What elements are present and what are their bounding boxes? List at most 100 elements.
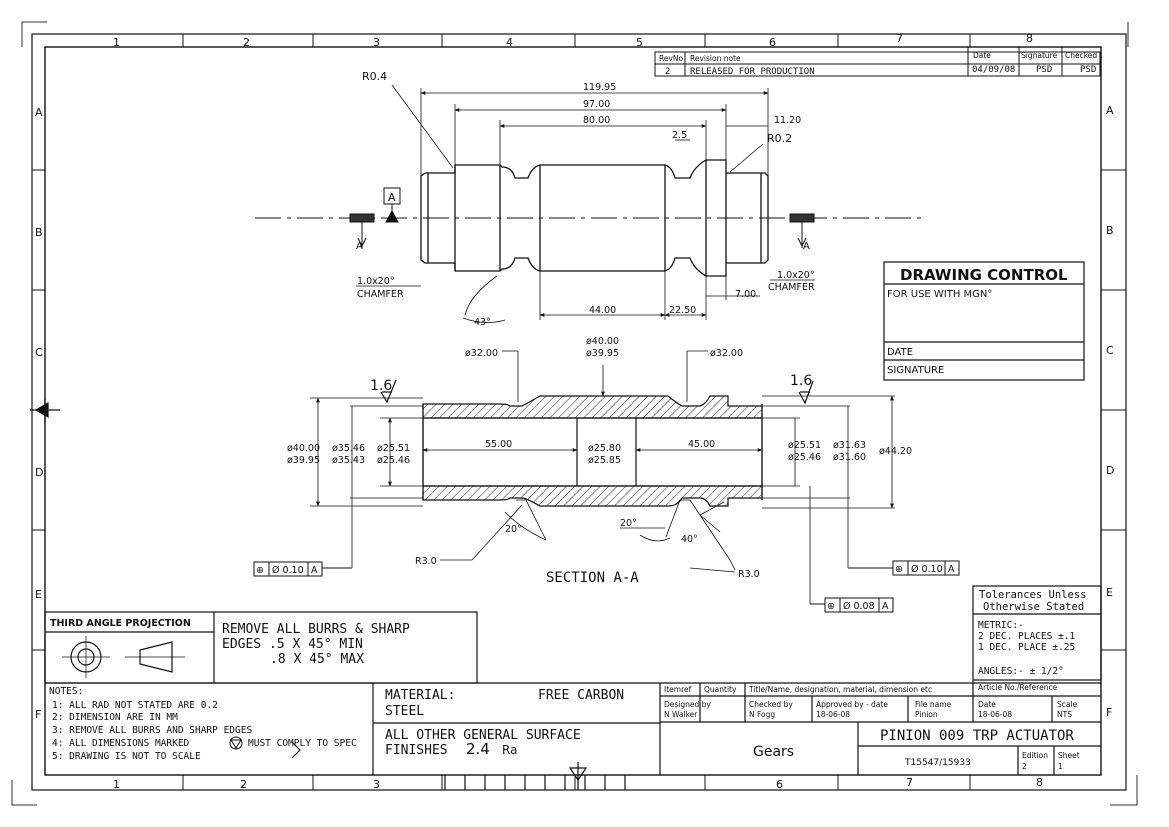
col-label-1: 1 <box>113 36 120 49</box>
material-label: MATERIAL: <box>385 688 455 703</box>
col-label-5: 5 <box>636 36 643 49</box>
sec-dia-center-min: ø39.95 <box>586 348 619 359</box>
drawing-control-for-use: FOR USE WITH MGN° <box>887 289 992 300</box>
inspection-symbol <box>229 736 243 750</box>
datum-letter: A <box>388 191 396 204</box>
col-label-4: 4 <box>506 36 513 49</box>
part-title: PINION 009 TRP ACTUATOR <box>880 728 1074 744</box>
sec-dia-39-95: ø39.95 <box>287 455 320 466</box>
dim-22-50: 22.50 <box>669 305 696 316</box>
note-4: 4: ALL DIMENSIONS MARKED <box>52 738 190 749</box>
col-label-6-bottom: 6 <box>776 778 783 791</box>
drawing-control-signature: SIGNATURE <box>887 365 944 376</box>
row-label-c-right: C <box>1106 344 1114 357</box>
scale-label: Scale <box>1057 700 1078 709</box>
sec-dia-center-max: ø40.00 <box>586 336 619 347</box>
dim-80: 80.00 <box>583 115 610 126</box>
group-name: Gears <box>753 744 794 760</box>
quantity-label: Quantity <box>704 685 737 694</box>
dim-r0-2: R0.2 <box>767 132 792 145</box>
sec-angle-20-right: 20° <box>620 518 637 529</box>
tol-frame-2-value: Ø 0.10 <box>911 564 943 575</box>
sec-len-45: 45.00 <box>688 439 715 450</box>
tolerances-one-dec: 1 DEC. PLACE ±.25 <box>978 642 1075 653</box>
tol-frame-3-datum: A <box>882 601 889 612</box>
approved-value: 18-06-08 <box>816 710 850 719</box>
row-label-d-right: D <box>1106 464 1114 477</box>
checked-value: N Fogg <box>749 710 775 719</box>
row-label-c: C <box>35 346 43 359</box>
scale-value: NTS <box>1057 710 1072 719</box>
sec-dia-right-25-51: ø25.51 <box>788 440 821 451</box>
tolerances-heading-2: Otherwise Stated <box>983 601 1084 613</box>
rev-signature-header: Signature <box>1021 51 1058 60</box>
row-label-e-right: E <box>1106 586 1113 599</box>
rev-no-header: RevNo <box>659 54 684 63</box>
title-header: Title/Name, designation, material, dimen… <box>748 685 932 694</box>
roughness-right: 1.6 <box>790 373 812 389</box>
row-label-b: B <box>35 226 43 239</box>
note-5: 5: DRAWING IS NOT TO SCALE <box>52 751 201 762</box>
part-number: T15547/15933 <box>904 758 971 768</box>
col-label-8: 8 <box>1026 32 1033 45</box>
col-label-1-bottom: 1 <box>113 778 120 791</box>
dim-11-20: 11.20 <box>774 115 801 126</box>
finish-unit: Ra <box>502 743 517 757</box>
rev-date-header: Date <box>973 51 991 60</box>
chamfer-right-size: 1.0x20° <box>777 270 815 281</box>
sec-dia-35-43: ø35.43 <box>332 455 365 466</box>
revision-table <box>654 47 1101 77</box>
article-header: Article No./Reference <box>978 683 1058 692</box>
roughness-symbols <box>380 379 814 405</box>
title-block <box>45 680 1101 790</box>
dim-7: 7.00 <box>735 289 756 300</box>
dim-r0-4: R0.4 <box>362 70 387 83</box>
sec-radius-left: R3.0 <box>415 556 437 567</box>
row-label-d: D <box>35 466 43 479</box>
drawing-control-title: DRAWING CONTROL <box>900 266 1068 284</box>
section-view <box>422 395 763 507</box>
datum-feature <box>349 187 815 248</box>
material-value-2: STEEL <box>385 704 424 719</box>
col-label-2-bottom: 2 <box>240 778 247 791</box>
tolerances-two-dec: 2 DEC. PLACES ±.1 <box>978 631 1076 642</box>
sec-dia-right-groove: ø32.00 <box>710 348 743 359</box>
tol-frame-3-value: Ø 0.08 <box>843 601 875 612</box>
sec-dia-right-25-46: ø25.46 <box>788 452 821 463</box>
sec-dia-44-20: ø44.20 <box>879 446 912 457</box>
sec-angle-40: 40° <box>681 534 698 545</box>
sec-bore-25-80: ø25.80 <box>588 443 621 454</box>
note-4-spec: MUST COMPLY TO SPEC <box>248 738 357 749</box>
note-2: 2: DIMENSION ARE IN MM <box>52 712 178 723</box>
row-label-a-right: A <box>1106 104 1114 117</box>
section-dimension-lines <box>310 350 895 604</box>
section-title: SECTION A-A <box>546 570 639 586</box>
sheet-label: Sheet <box>1058 751 1080 760</box>
edition-value: 2 <box>1022 762 1027 771</box>
tol-frame-1-value: Ø 0.10 <box>272 565 304 576</box>
col-label-2: 2 <box>243 36 250 49</box>
col-label-6: 6 <box>769 36 776 49</box>
tol-frame-1-symbol: ⊕ <box>256 565 264 576</box>
file-label: File name <box>915 700 952 709</box>
dim-44: 44.00 <box>589 305 616 316</box>
tolerance-frames <box>253 560 960 613</box>
checked-label: Checked by <box>749 700 793 709</box>
sec-radius-right: R3.0 <box>738 569 760 580</box>
tolerances-box <box>972 585 1102 681</box>
sec-dia-25-51: ø25.51 <box>377 443 410 454</box>
date-value: 18-06-08 <box>978 710 1012 719</box>
tol-frame-2-symbol: ⊕ <box>895 564 903 575</box>
rev-checked-header: Checked <box>1065 51 1097 60</box>
roughness-left: 1.6 <box>370 378 392 394</box>
itemref-label: Itemref <box>664 685 692 694</box>
sec-bore-25-85: ø25.85 <box>588 455 621 466</box>
sec-angle-20-left: 20° <box>505 524 522 535</box>
note-3: 3: REMOVE ALL BURRS AND SHARP EDGES <box>52 725 252 736</box>
col-label-3-bottom: 3 <box>373 778 380 791</box>
material-value-1: FREE CARBON <box>538 688 624 703</box>
row-label-f: F <box>35 708 41 721</box>
sec-len-55: 55.00 <box>485 439 512 450</box>
finish-line-1: ALL OTHER GENERAL SURFACE <box>385 728 581 743</box>
sec-dia-35-46: ø35.46 <box>332 443 365 454</box>
